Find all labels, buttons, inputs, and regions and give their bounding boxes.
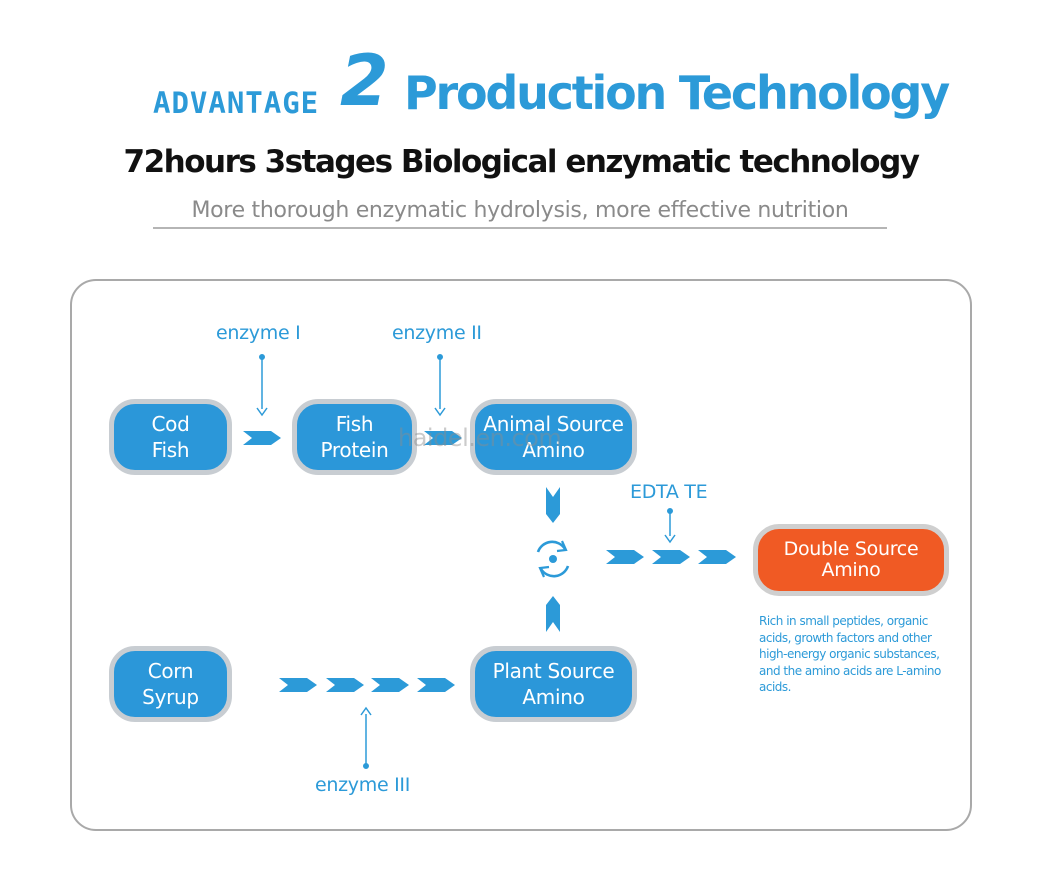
tagline: More thorough enzymatic hydrolysis, more… xyxy=(153,198,887,229)
node-label-line: Animal Source xyxy=(483,412,624,436)
edta-te-label: EDTA TE xyxy=(630,481,708,503)
advantage-number: 2 xyxy=(340,40,389,122)
result-description: Rich in small peptides, organic acids, g… xyxy=(759,614,941,694)
node-label-line: Amino xyxy=(522,685,585,709)
node-label-line: Fish xyxy=(335,412,374,436)
watermark: haidel.en.com xyxy=(398,424,562,452)
advantage-label: ADVANTAGE xyxy=(153,86,320,120)
page-title: Production Technology xyxy=(404,66,950,120)
node-label-line: Corn xyxy=(147,659,194,683)
enzyme-1-label: enzyme I xyxy=(216,322,301,344)
enzyme-2-label: enzyme II xyxy=(392,322,482,344)
node-label-line: Fish xyxy=(151,438,190,462)
subtitle: 72hours 3stages Biological enzymatic tec… xyxy=(123,144,921,180)
node-label-line: Amino xyxy=(522,438,585,462)
node-label-line: Plant Source xyxy=(492,659,615,683)
enzyme-3-label: enzyme III xyxy=(315,774,410,796)
node-label-line: Double Source xyxy=(783,538,919,560)
node-label-line: Cod xyxy=(151,412,190,436)
node-label-line: Syrup xyxy=(142,685,199,709)
node-label-line: Protein xyxy=(320,438,389,462)
node-label-line: Amino xyxy=(821,559,881,581)
header: ADVANTAGE 2 Production Technology xyxy=(0,46,1042,136)
